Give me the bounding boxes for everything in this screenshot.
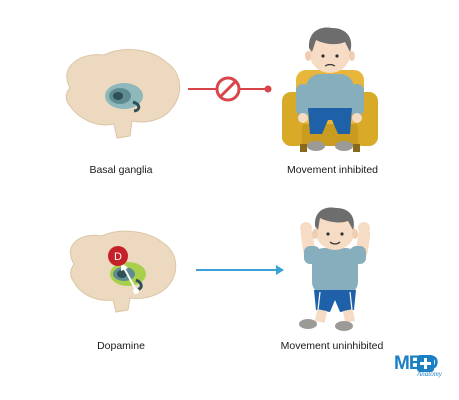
no-symbol-icon [215, 76, 241, 102]
seated-child [282, 27, 378, 152]
label-movement-inhibited: Movement inhibited [286, 164, 379, 176]
logo-subtext: Anatomy [417, 370, 442, 378]
logo: ME D Anatomy [394, 353, 450, 381]
arrow-right-icon [196, 265, 284, 275]
inhibition-connector [188, 76, 272, 102]
label-dopamine: Dopamine [97, 340, 145, 352]
dopamine-circle-icon: D [108, 246, 128, 266]
dopamine-marker: D [114, 251, 122, 263]
standing-child [299, 207, 371, 331]
brain-top [65, 49, 181, 139]
label-movement-uninhibited: Movement uninhibited [280, 340, 384, 352]
brain-bottom: D [69, 230, 177, 313]
label-basal-ganglia: Basal ganglia [89, 164, 153, 176]
medical-cross-icon [417, 355, 434, 372]
